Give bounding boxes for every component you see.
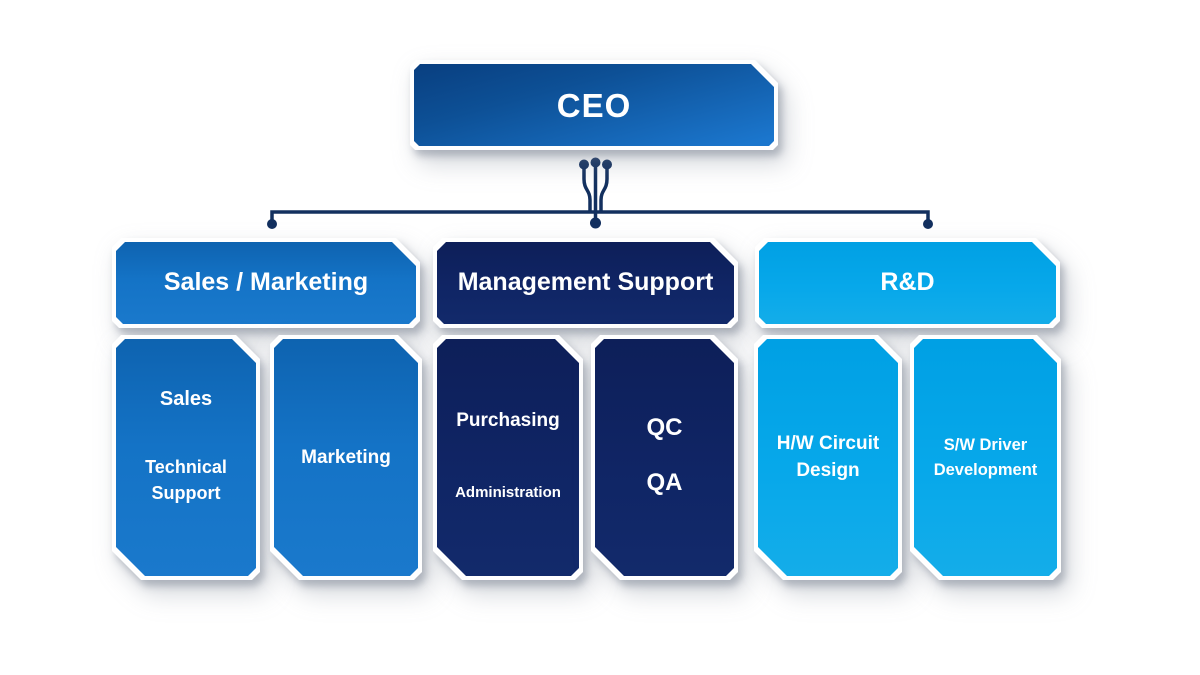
dept-header-label: R&D [880, 268, 935, 297]
dept-header-sales-marketing: Sales / Marketing [112, 238, 420, 328]
unit-label: QA [646, 468, 683, 496]
connector-dot [590, 217, 601, 229]
unit-box-purchasing-administration: Purchasing Administration [433, 335, 583, 580]
dept-header-label: Sales / Marketing [163, 268, 369, 297]
ceo-label: CEO [556, 86, 632, 124]
connector-branch-rail [270, 210, 930, 221]
dept-header-management-support: Management Support [433, 238, 738, 328]
unit-label: QC [646, 414, 683, 441]
unit-label: Purchasing [456, 410, 560, 431]
connector-dot [590, 157, 601, 168]
dept-header-label: Management Support [457, 268, 714, 297]
unit-box-qc-qa: QC QA [591, 335, 738, 580]
unit-box-sales-technical-support: Sales Technical Support [112, 335, 260, 580]
connector-dot [923, 219, 933, 229]
connector-dot [579, 159, 589, 170]
ceo-box-border: CEO [410, 60, 778, 150]
unit-box-hw-circuit-design: H/W Circuit Design [754, 335, 902, 580]
unit-label: S/W Driver Development [933, 435, 1038, 479]
unit-label: H/W Circuit Design [776, 432, 880, 481]
unit-label: Administration [455, 483, 561, 501]
unit-box-sw-driver-development: S/W Driver Development [910, 335, 1061, 580]
dept-header-rd: R&D [755, 238, 1060, 328]
connector-ceo-left [582, 166, 592, 212]
unit-label: Sales [159, 388, 213, 410]
connector-ceo-right [599, 166, 609, 212]
unit-box-marketing: Marketing [270, 335, 422, 580]
connector-dot [267, 219, 277, 229]
unit-label: Marketing [301, 446, 391, 468]
connector-dot [602, 159, 612, 170]
unit-label: Technical Support [145, 457, 227, 504]
ceo-box: CEO [410, 60, 778, 150]
